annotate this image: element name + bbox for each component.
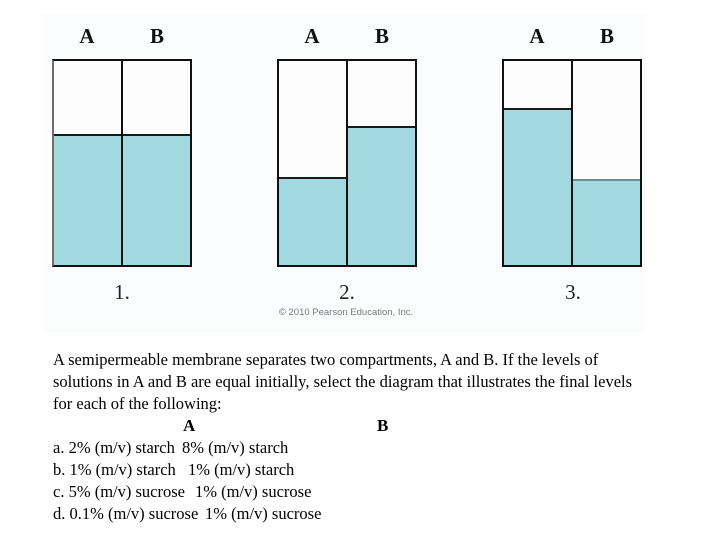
tank3-water-a xyxy=(504,107,571,265)
diagram-number-3: 3. xyxy=(565,280,581,304)
option-a-solution-b: 8% (m/v) starch xyxy=(182,438,289,457)
tank1-compartment-a xyxy=(54,61,121,265)
tank2-label-b: B xyxy=(374,24,390,48)
question-line-1: A semipermeable membrane separates two c… xyxy=(53,350,599,369)
option-d-solution-b: 1% (m/v) sucrose xyxy=(205,504,322,523)
option-column-headers: A B xyxy=(53,415,713,437)
option-c-solution-a: c. 5% (m/v) sucrose xyxy=(53,482,185,501)
question-block: A semipermeable membrane separates two c… xyxy=(53,349,713,525)
question-line-2: solutions in A and B are equal initially… xyxy=(53,372,633,391)
tank3-label-a: A xyxy=(529,24,545,48)
option-b-solution-a: b. 1% (m/v) starch xyxy=(53,460,176,479)
tank3-compartment-b xyxy=(571,61,640,265)
tank2-water-b xyxy=(348,126,415,265)
option-row-d: d. 0.1% (m/v) sucrose 1% (m/v) sucrose xyxy=(53,503,713,525)
option-a-solution-a: a. 2% (m/v) starch xyxy=(53,438,175,457)
diagram-number-2: 2. xyxy=(339,280,355,304)
option-row-b: b. 1% (m/v) starch 1% (m/v) starch xyxy=(53,459,713,481)
tank1-label-a: A xyxy=(79,24,95,48)
option-b-solution-b: 1% (m/v) starch xyxy=(188,460,295,479)
tank2-compartment-b xyxy=(346,61,415,265)
copyright-notice: © 2010 Pearson Education, Inc. xyxy=(278,307,414,318)
option-row-c: c. 5% (m/v) sucrose 1% (m/v) sucrose xyxy=(53,481,713,503)
diagram-number-1: 1. xyxy=(114,280,130,304)
tank2-water-a xyxy=(279,177,346,265)
tank2-label-a: A xyxy=(304,24,320,48)
tank3-label-b: B xyxy=(599,24,615,48)
tank-2 xyxy=(277,59,417,267)
tank-3 xyxy=(502,59,642,267)
column-header-b: B xyxy=(377,416,389,435)
tank1-water-b xyxy=(123,134,190,265)
tank2-compartment-a xyxy=(279,61,346,265)
option-d-solution-a: d. 0.1% (m/v) sucrose xyxy=(53,504,199,523)
question-line-3: for each of the following: xyxy=(53,394,222,413)
option-c-solution-b: 1% (m/v) sucrose xyxy=(195,482,312,501)
tank1-label-b: B xyxy=(149,24,165,48)
option-row-a: a. 2% (m/v) starch 8% (m/v) starch xyxy=(53,437,713,459)
tank1-compartment-b xyxy=(121,61,190,265)
tank-1 xyxy=(52,59,192,267)
tank3-compartment-a xyxy=(504,61,571,265)
tank1-water-a xyxy=(54,134,121,265)
tank3-water-b xyxy=(573,179,640,265)
column-header-a: A xyxy=(183,416,196,435)
